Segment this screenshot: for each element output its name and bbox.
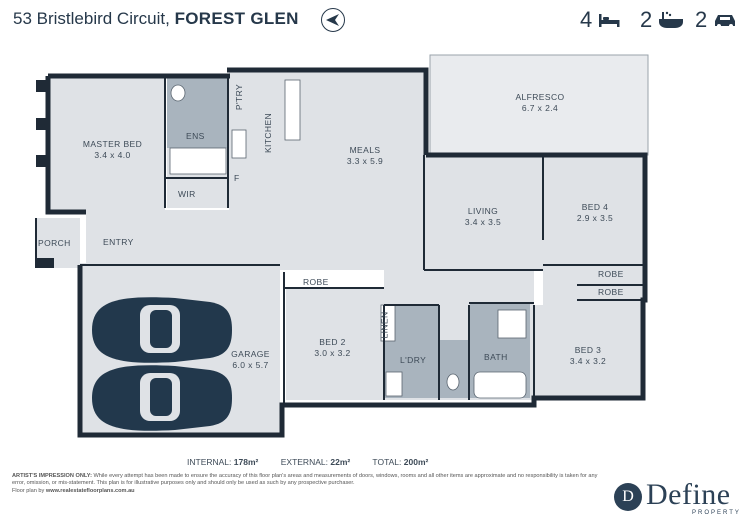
bath-icon — [658, 10, 684, 35]
car-icon — [713, 12, 737, 33]
credit-link[interactable]: www.realestatefloorplans.com.au — [45, 488, 135, 494]
room-linen: LINEN — [379, 311, 390, 339]
define-logo-subtitle: PROPERTY — [692, 510, 741, 516]
bed-icon — [598, 12, 620, 33]
floorplan-credit: Floor plan by www.realestatefloorplans.c… — [12, 488, 135, 494]
room-pantry: P'TRY — [234, 83, 245, 111]
room-porch: PORCH — [38, 238, 71, 248]
room-wir: WIR — [178, 189, 196, 199]
disclaimer: ARTIST'S IMPRESSION ONLY: While every at… — [12, 473, 598, 487]
room-entry: ENTRY — [103, 237, 134, 247]
room-robe-bed2: ROBE — [303, 277, 329, 287]
area-summary: INTERNAL: 178m² EXTERNAL: 22m² TOTAL: 20… — [187, 457, 429, 467]
compass-icon — [321, 8, 345, 32]
property-address: 53 Bristlebird Circuit, FOREST GLEN — [13, 9, 299, 28]
room-ensuite: ENS — [186, 131, 205, 141]
room-laundry: L'DRY — [400, 355, 427, 365]
bathroom-count: 2 — [640, 7, 653, 32]
room-bath: BATH — [484, 352, 508, 362]
define-logo-mark: D — [614, 483, 642, 511]
car-count: 2 — [695, 7, 708, 32]
room-kitchen: KITCHEN — [263, 112, 274, 154]
define-logo-text: Define — [646, 478, 731, 511]
room-robe-bed4: ROBE — [598, 269, 624, 279]
suburb: FOREST GLEN — [174, 9, 299, 28]
bedroom-count: 4 — [580, 7, 593, 32]
fridge-label: F — [234, 173, 240, 183]
room-robe-bed3: ROBE — [598, 287, 624, 297]
